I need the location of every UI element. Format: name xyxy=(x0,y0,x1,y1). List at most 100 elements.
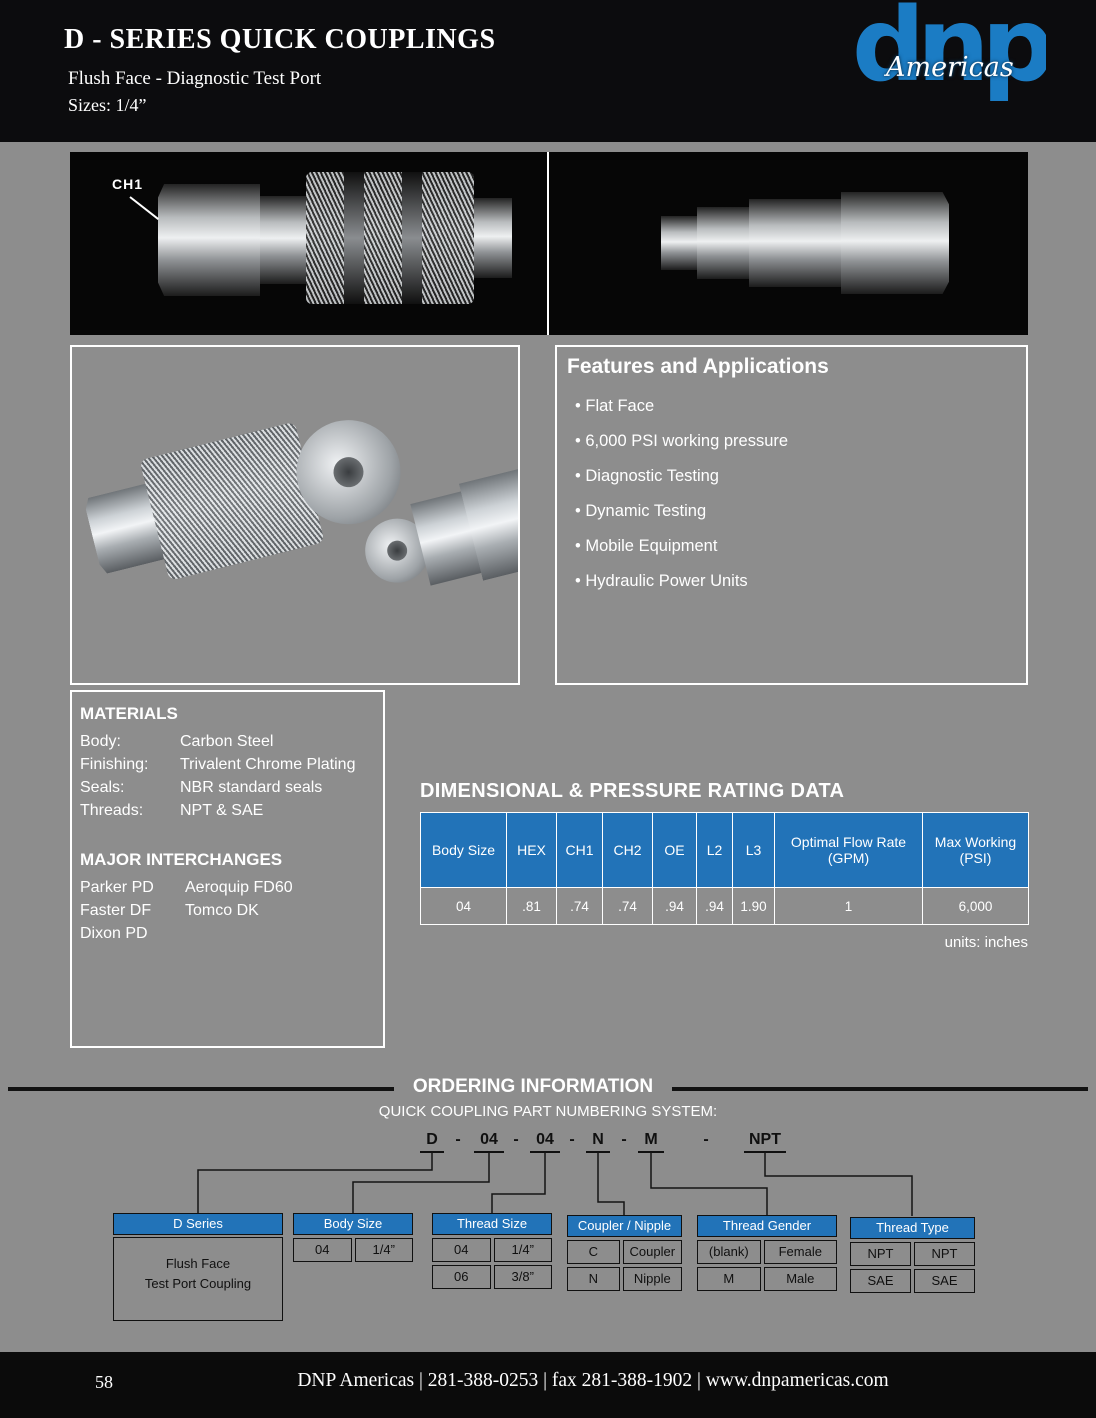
interchange-value: Tomco DK xyxy=(185,902,259,919)
material-value: Carbon Steel xyxy=(180,733,274,750)
features-list: Flat Face 6,000 PSI working pressure Dia… xyxy=(575,397,1026,591)
thread-gender-row: M Male xyxy=(697,1267,837,1291)
d-series-box: D Series Flush Face Test Port Coupling xyxy=(113,1213,283,1321)
value-cell: 3/8” xyxy=(493,1265,552,1289)
logo-region-text: Americas xyxy=(886,52,1014,83)
code-cell: (blank) xyxy=(697,1240,761,1264)
feature-item: Hydraulic Power Units xyxy=(575,572,1026,591)
part-separator: - xyxy=(513,1131,519,1148)
ch1-callout-label: CH1 xyxy=(112,176,144,192)
product-photos: CH1 xyxy=(70,152,1028,335)
thread-type-row: SAE SAE xyxy=(850,1269,975,1293)
thread-size-box-header: Thread Size xyxy=(432,1213,552,1235)
column-header: HEX xyxy=(506,812,557,888)
part-segment-series: D xyxy=(420,1131,444,1153)
material-value: NPT & SAE xyxy=(180,802,264,819)
part-segment-bodysize: 04 xyxy=(474,1131,504,1153)
material-label: Threads: xyxy=(80,802,144,819)
dimensional-title: DIMENSIONAL & PRESSURE RATING DATA xyxy=(420,780,845,802)
part-separator: - xyxy=(621,1131,627,1148)
interchange-value: Dixon PD xyxy=(80,925,148,942)
column-header: Optimal Flow Rate (GPM) xyxy=(774,812,923,888)
code-cell: 06 xyxy=(432,1265,491,1289)
code-cell: SAE xyxy=(850,1269,911,1293)
thread-type-box-header: Thread Type xyxy=(850,1217,975,1239)
value-cell: 1/4” xyxy=(354,1238,413,1262)
interchange-value: Aeroquip FD60 xyxy=(185,879,293,896)
column-header: CH2 xyxy=(602,812,653,888)
thread-gender-box: Thread Gender (blank) Female M Male xyxy=(697,1215,837,1291)
page-subtitle: Flush Face - Diagnostic Test Port xyxy=(68,68,322,89)
value-cell: Coupler xyxy=(622,1240,682,1264)
interchange-row: Parker PD Aeroquip FD60 xyxy=(80,876,383,899)
table-cell: .94 xyxy=(696,887,733,925)
column-header: Body Size xyxy=(420,812,507,888)
coupler-nipple-row: C Coupler xyxy=(567,1240,682,1264)
materials-title: MATERIALS xyxy=(80,704,178,723)
part-separator: - xyxy=(569,1131,575,1148)
column-header: CH1 xyxy=(556,812,603,888)
thread-size-row: 04 1/4” xyxy=(432,1238,552,1262)
dimensional-table: Body Size HEX CH1 CH2 OE L2 L3 Optimal F… xyxy=(420,812,1029,925)
sleeve-groove xyxy=(402,172,422,304)
column-header: L2 xyxy=(696,812,733,888)
interchange-row: Dixon PD xyxy=(80,922,383,945)
interchange-value: Parker PD xyxy=(80,879,154,896)
value-cell: Nipple xyxy=(622,1267,682,1291)
coupler-nipple-row: N Nipple xyxy=(567,1267,682,1291)
d-series-line2: Test Port Coupling xyxy=(144,1276,252,1291)
value-cell: SAE xyxy=(914,1269,975,1293)
materials-panel: MATERIALS Body: Carbon Steel Finishing: … xyxy=(70,690,385,1048)
d-series-box-header: D Series xyxy=(113,1213,283,1235)
thread-gender-row: (blank) Female xyxy=(697,1240,837,1264)
part-separator: - xyxy=(455,1131,461,1148)
render-illustration-panel xyxy=(70,345,520,685)
material-value: NBR standard seals xyxy=(180,779,323,796)
thread-type-row: NPT NPT xyxy=(850,1242,975,1266)
coupler-nipple-box: Coupler / Nipple C Coupler N Nipple xyxy=(567,1215,682,1291)
units-note: units: inches xyxy=(944,934,1028,951)
body-size-box-header: Body Size xyxy=(293,1213,413,1235)
features-panel: Features and Applications Flat Face 6,00… xyxy=(555,345,1028,685)
feature-item: Flat Face xyxy=(575,397,1026,416)
nipple-collar-shape xyxy=(749,199,841,287)
column-header: L3 xyxy=(732,812,775,888)
body-size-box: Body Size 04 1/4” xyxy=(293,1213,413,1262)
table-cell: .74 xyxy=(556,887,603,925)
value-cell: Female xyxy=(763,1240,837,1264)
column-header: OE xyxy=(652,812,697,888)
table-cell: .74 xyxy=(602,887,653,925)
code-cell: 04 xyxy=(432,1238,491,1262)
connector-lines xyxy=(197,1152,913,1216)
thread-size-row: 06 3/8” xyxy=(432,1265,552,1289)
table-row: 04 .81 .74 .74 .94 .94 1.90 1 6,000 xyxy=(420,887,1029,925)
features-title: Features and Applications xyxy=(567,355,829,378)
collar-shape xyxy=(260,196,306,284)
sizes-label: Sizes: 1/4” xyxy=(68,95,147,115)
value-cell: Male xyxy=(763,1267,837,1291)
nipple-shaft-shape xyxy=(697,207,749,279)
code-cell: NPT xyxy=(850,1242,911,1266)
table-cell: 04 xyxy=(420,887,507,925)
code-cell: 04 xyxy=(293,1238,352,1262)
table-cell: .94 xyxy=(652,887,697,925)
column-header: Max Working (PSI) xyxy=(922,812,1029,888)
code-cell: M xyxy=(697,1267,761,1291)
page-header: D - SERIES QUICK COUPLINGS Flush Face - … xyxy=(0,0,1096,142)
render-sleeve-shape xyxy=(139,421,325,581)
part-segment-threadsize: 04 xyxy=(530,1131,560,1153)
dnp-americas-logo: dnp Americas xyxy=(846,0,1046,138)
table-header-row: Body Size HEX CH1 CH2 OE L2 L3 Optimal F… xyxy=(420,812,1029,888)
d-series-line1: Flush Face xyxy=(165,1256,231,1271)
material-label: Seals: xyxy=(80,779,125,796)
interchanges-title: MAJOR INTERCHANGES xyxy=(80,850,283,869)
material-value: Trivalent Chrome Plating xyxy=(180,756,356,773)
nipple-photo xyxy=(549,152,1028,335)
table-cell: 1.90 xyxy=(732,887,775,925)
interchange-row: Faster DF Tomco DK xyxy=(80,899,383,922)
coupler-nipple-box-header: Coupler / Nipple xyxy=(567,1215,682,1237)
feature-item: Mobile Equipment xyxy=(575,537,1026,556)
feature-item: Diagnostic Testing xyxy=(575,467,1026,486)
thread-size-box: Thread Size 04 1/4” 06 3/8” xyxy=(432,1213,552,1289)
thread-gender-box-header: Thread Gender xyxy=(697,1215,837,1237)
